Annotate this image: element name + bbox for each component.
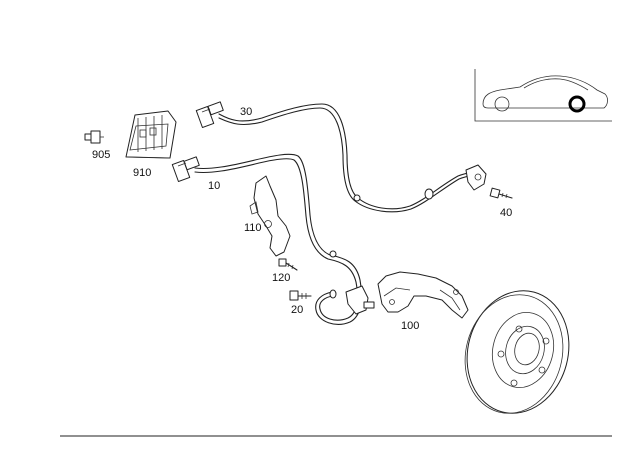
- callout-120[interactable]: 120: [272, 272, 290, 284]
- cable-30-connector: [195, 101, 224, 129]
- callout-labels: 905 910 30 10 40 110 120 20 100: [92, 106, 512, 332]
- cable-10-connector: [171, 156, 200, 183]
- part-10-sensor-cable[interactable]: [171, 153, 375, 325]
- part-100-sensor-bracket[interactable]: [377, 271, 469, 319]
- part-120-bolt[interactable]: [278, 258, 298, 271]
- vehicle-locator-inset: [474, 69, 612, 122]
- part-20-bolt[interactable]: [289, 290, 312, 301]
- part-40-bolt[interactable]: [489, 187, 513, 199]
- callout-30[interactable]: 30: [240, 106, 252, 118]
- part-905-connector[interactable]: [84, 130, 104, 144]
- brake-disc[interactable]: [452, 279, 582, 425]
- callout-10[interactable]: 10: [208, 180, 220, 192]
- callout-910[interactable]: 910: [133, 167, 151, 179]
- callout-110[interactable]: 110: [244, 222, 262, 234]
- car-side-wheel-highlight-icon: [482, 75, 608, 113]
- callout-100[interactable]: 100: [401, 320, 419, 332]
- callout-905[interactable]: 905: [92, 149, 110, 161]
- callout-20[interactable]: 20: [291, 304, 303, 316]
- part-30-sensor-cable[interactable]: [195, 101, 487, 213]
- part-910-control-unit[interactable]: [125, 110, 177, 159]
- callout-40[interactable]: 40: [500, 207, 512, 219]
- part-110-bracket[interactable]: [249, 175, 291, 257]
